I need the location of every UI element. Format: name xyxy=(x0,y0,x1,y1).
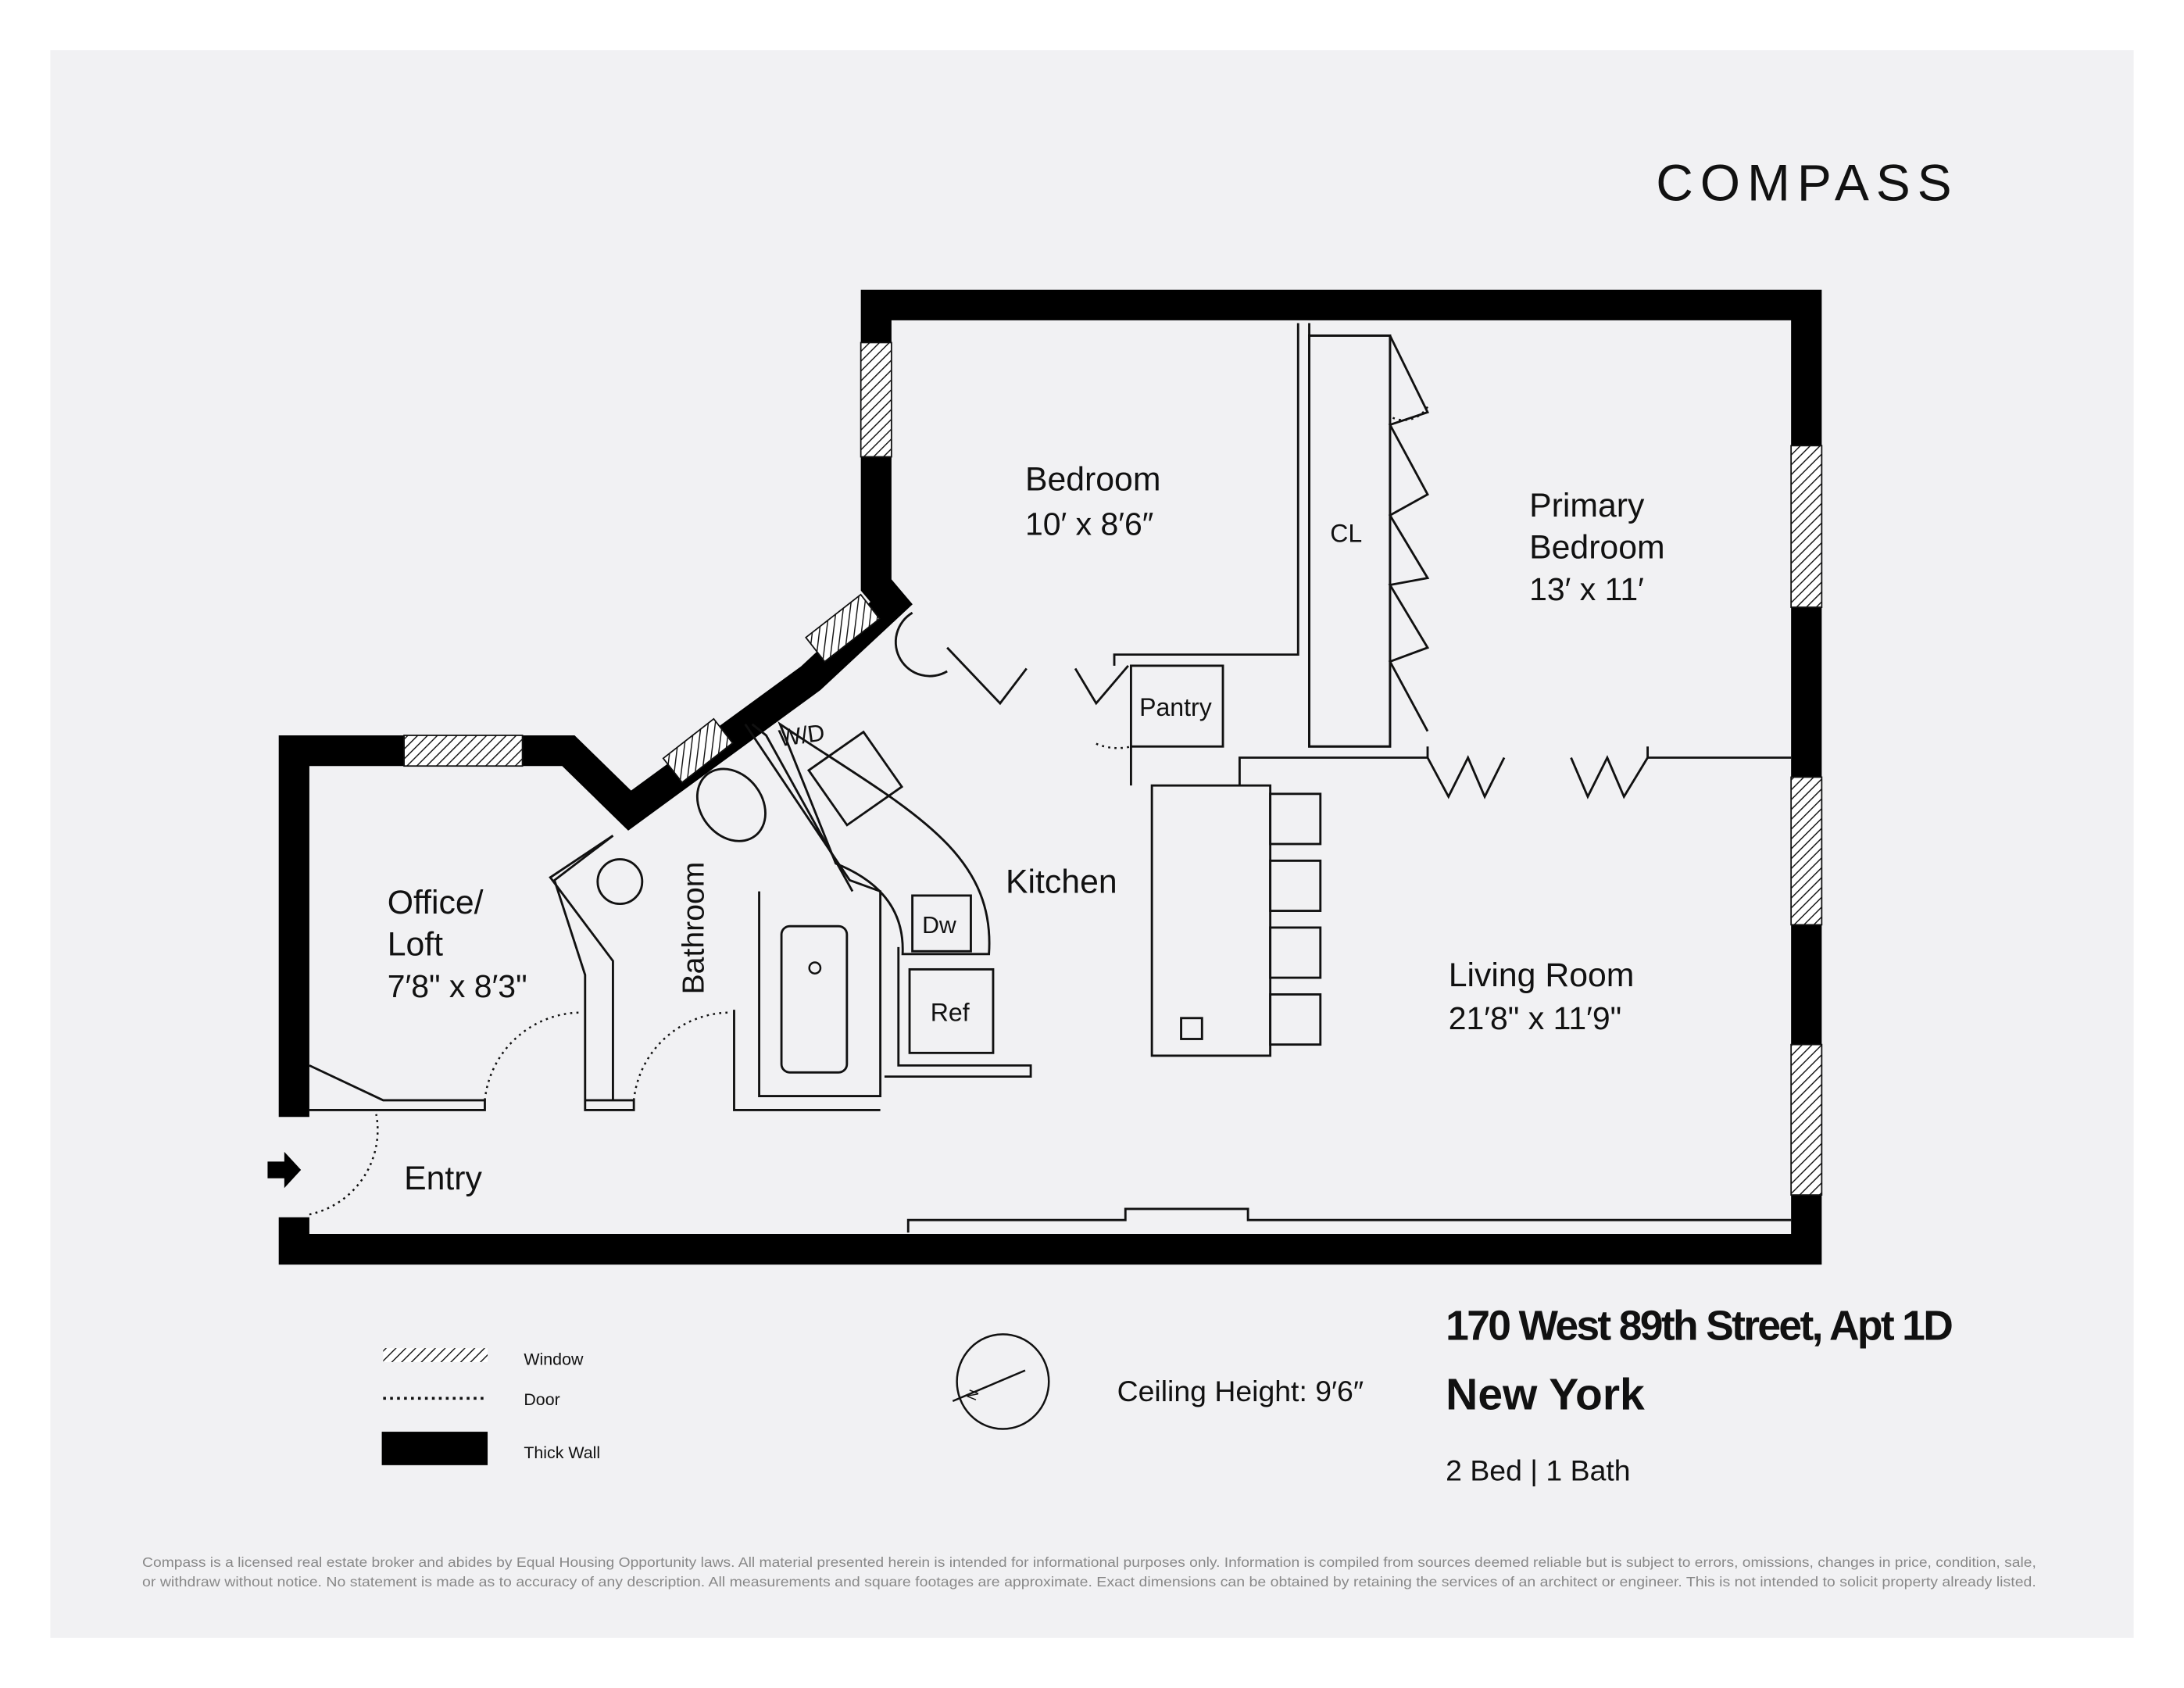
bifold-doors xyxy=(894,334,1649,799)
dishwasher xyxy=(911,894,972,953)
kitchen-sink xyxy=(806,730,904,827)
door xyxy=(632,1011,731,1101)
window xyxy=(403,735,524,767)
pantry-box xyxy=(1129,664,1224,748)
legend-door-label: Door xyxy=(524,1390,559,1409)
svg-text:N: N xyxy=(963,1387,981,1402)
refrigerator-label: Ref xyxy=(931,998,970,1026)
toilet xyxy=(695,767,767,842)
tub-drain xyxy=(808,961,822,975)
primary-bedroom-label-2: Bedroom xyxy=(1529,529,1665,567)
north-arrow-icon: N xyxy=(952,1333,1050,1430)
office-label-2: Loft xyxy=(388,926,443,964)
door xyxy=(1096,742,1131,749)
door xyxy=(1392,406,1429,421)
legend-window-label: Window xyxy=(524,1350,584,1369)
bar-stool xyxy=(1269,993,1322,1046)
bathroom-sink xyxy=(596,858,644,906)
legend-thick-wall-swatch xyxy=(381,1432,488,1465)
living-room-label: Living Room xyxy=(1449,957,1635,994)
primary-bedroom-label-1: Primary xyxy=(1529,487,1645,524)
primary-bedroom-size: 13′ x 11′ xyxy=(1529,571,1644,607)
dishwasher-label: Dw xyxy=(922,913,956,939)
beds-baths: 2 Bed | 1 Bath xyxy=(1446,1454,1630,1486)
listing-city: New York xyxy=(1446,1370,1645,1420)
disclaimer-line-1: Compass is a licensed real estate broker… xyxy=(142,1555,2036,1570)
kitchen-label: Kitchen xyxy=(1006,863,1117,900)
bedroom-size: 10′ x 8′6″ xyxy=(1025,506,1153,542)
window xyxy=(1790,776,1823,926)
closet-label: CL xyxy=(1330,519,1362,547)
ceiling-height: Ceiling Height: 9′6″ xyxy=(1117,1375,1364,1407)
compass-logo: COMPASS xyxy=(1656,154,1958,212)
office-label-1: Office/ xyxy=(388,884,484,921)
bedroom-label: Bedroom xyxy=(1025,460,1161,498)
bathroom-label: Bathroom xyxy=(677,862,710,995)
living-room-size: 21′8" x 11′9" xyxy=(1449,1000,1621,1036)
legend-window-swatch xyxy=(383,1348,488,1362)
disclaimer-line-2: or withdraw without notice. No statement… xyxy=(142,1575,2036,1590)
kitchen-island xyxy=(1150,784,1272,1057)
island-sink xyxy=(1180,1017,1203,1040)
bar-stool xyxy=(1269,926,1322,979)
window xyxy=(805,593,881,663)
window xyxy=(1790,1043,1823,1196)
door xyxy=(484,1011,583,1101)
pantry-label: Pantry xyxy=(1139,693,1212,721)
closet xyxy=(1308,334,1392,748)
listing-address: 170 West 89th Street, Apt 1D xyxy=(1446,1303,1952,1349)
window xyxy=(662,717,734,784)
entry-label: Entry xyxy=(404,1160,482,1197)
refrigerator xyxy=(908,967,995,1054)
office-size: 7′8" x 8′3" xyxy=(388,968,527,1004)
window xyxy=(860,342,892,458)
bar-stool xyxy=(1269,859,1322,912)
legend-thick-wall-label: Thick Wall xyxy=(524,1443,600,1462)
wd-label: W/D xyxy=(777,720,827,752)
bathtub xyxy=(780,924,849,1074)
window xyxy=(1790,445,1823,608)
bar-stool xyxy=(1269,792,1322,846)
